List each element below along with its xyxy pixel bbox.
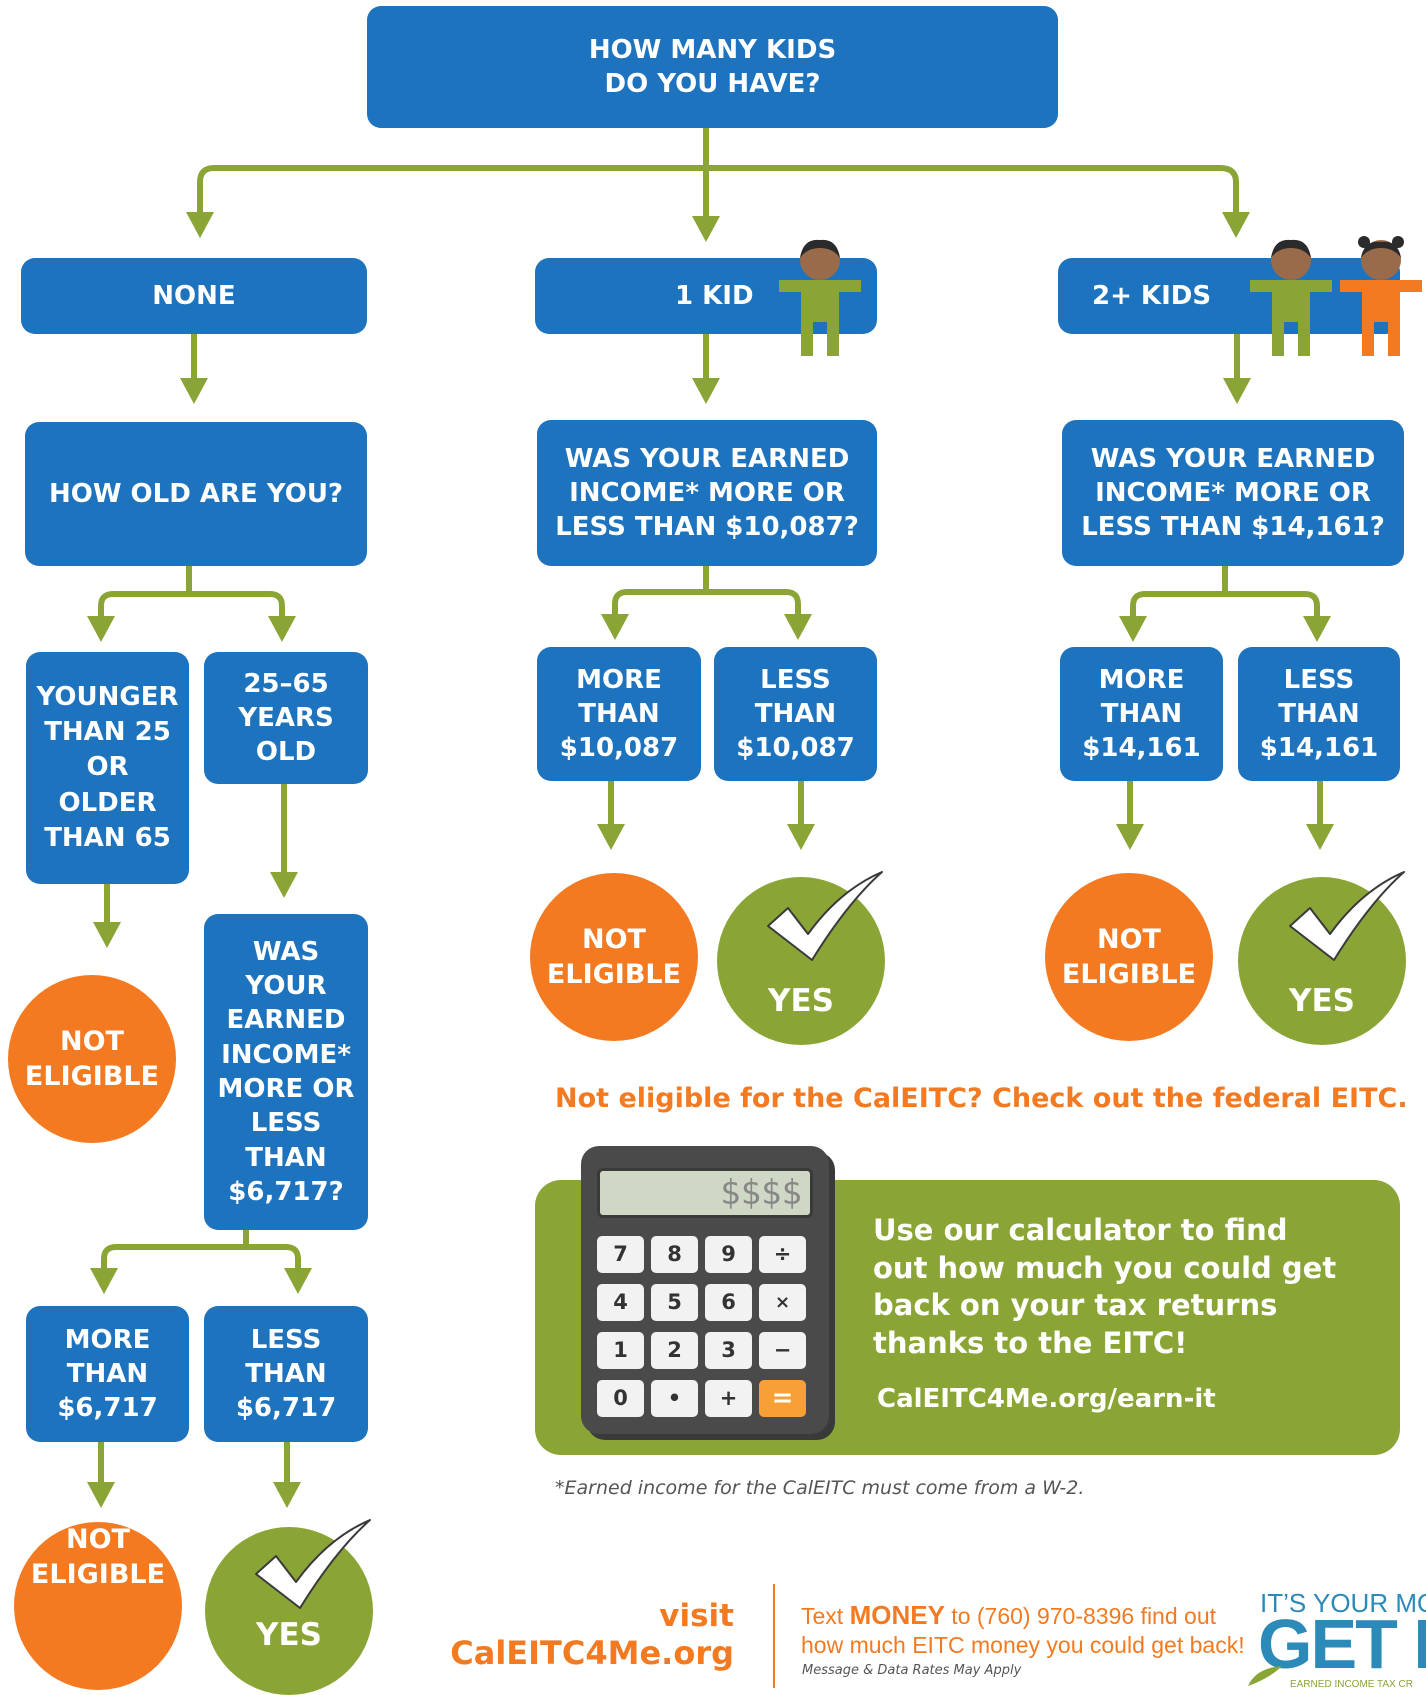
calc-key: ÷ bbox=[759, 1236, 806, 1273]
earned-income-footnote: *Earned income for the CalEITC must come… bbox=[555, 1477, 1085, 1499]
calc-key: 8 bbox=[651, 1236, 698, 1273]
logo-tagline: IT’S YOUR MON bbox=[1260, 1588, 1426, 1618]
checkmark-icon bbox=[1289, 871, 1405, 961]
not-eligible-circle: NOT ELIGIBLE bbox=[530, 873, 698, 1041]
text-money-line: Text MONEY to (760) 970-8396 find out bbox=[801, 1600, 1216, 1631]
not-eligible-circle: NOT ELIGIBLE bbox=[1045, 873, 1213, 1041]
one-kid-less-than-box: LESS THAN $10,087 bbox=[714, 647, 877, 781]
visit-label: visit bbox=[659, 1598, 734, 1634]
child-figure-orange-icon bbox=[1340, 236, 1422, 356]
text-pre: Text bbox=[801, 1603, 850, 1629]
footer-divider bbox=[773, 1584, 775, 1688]
one-kid-income-question-box: WAS YOUR EARNED INCOME* MORE OR LESS THA… bbox=[537, 420, 877, 566]
two-plus-kids-box: 2+ KIDS bbox=[1058, 258, 1400, 334]
age-25-65-box: 25–65 YEARS OLD bbox=[204, 652, 368, 784]
two-plus-kids-label: 2+ KIDS bbox=[1092, 280, 1212, 311]
text-keyword: MONEY bbox=[849, 1600, 945, 1630]
calc-key: × bbox=[759, 1284, 806, 1321]
calc-key: 2 bbox=[651, 1332, 698, 1369]
not-eligible-circle: NOT ELIGIBLE bbox=[14, 1522, 182, 1690]
one-kid-more-than-box: MORE THAN $10,087 bbox=[537, 647, 701, 781]
calculator-link[interactable]: CalEITC4Me.org/earn-it bbox=[877, 1384, 1216, 1414]
yes-circle: YES bbox=[1238, 877, 1406, 1045]
yes-label: YES bbox=[1289, 982, 1355, 1019]
calc-key: 0 bbox=[597, 1380, 644, 1417]
yes-label: YES bbox=[256, 1616, 322, 1653]
child-figure-green-icon bbox=[779, 239, 861, 356]
calc-key: 4 bbox=[597, 1284, 644, 1321]
kids-question-box: HOW MANY KIDS DO YOU HAVE? bbox=[367, 6, 1058, 128]
rates-disclaimer: Message & Data Rates May Apply bbox=[802, 1663, 1022, 1678]
calc-key: 1 bbox=[597, 1332, 644, 1369]
calc-key: • bbox=[651, 1380, 698, 1417]
calc-key: 5 bbox=[651, 1284, 698, 1321]
child-figure-green-icon bbox=[1250, 239, 1332, 356]
calc-key: 7 bbox=[597, 1236, 644, 1273]
yes-circle: YES bbox=[717, 877, 885, 1045]
federal-eitc-note: Not eligible for the CalEITC? Check out … bbox=[555, 1083, 1408, 1114]
none-income-question-box: WAS YOUR EARNED INCOME* MORE OR LESS THA… bbox=[204, 914, 368, 1230]
text-post: to (760) 970-8396 find out bbox=[944, 1603, 1217, 1629]
two-plus-less-than-box: LESS THAN $14,161 bbox=[1238, 647, 1400, 781]
calc-key: 3 bbox=[705, 1332, 752, 1369]
calculator-display: $$$$ bbox=[597, 1168, 813, 1218]
age-question-box: HOW OLD ARE YOU? bbox=[25, 422, 367, 566]
one-kid-label: 1 KID bbox=[675, 280, 754, 311]
logo-leaf-icon bbox=[1248, 1666, 1282, 1686]
two-plus-income-question-box: WAS YOUR EARNED INCOME* MORE OR LESS THA… bbox=[1062, 420, 1404, 566]
two-plus-more-than-box: MORE THAN $14,161 bbox=[1060, 647, 1223, 781]
logo-subtitle: EARNED INCOME TAX CR bbox=[1290, 1679, 1413, 1690]
checkmark-icon bbox=[255, 1519, 371, 1609]
yes-label: YES bbox=[768, 982, 834, 1019]
young-or-old-box: YOUNGER THAN 25 OR OLDER THAN 65 bbox=[26, 652, 189, 884]
text-money-line-2: how much EITC money you could get back! bbox=[801, 1632, 1245, 1658]
logo-get-it: GET IT bbox=[1258, 1605, 1426, 1683]
checkmark-icon bbox=[767, 871, 883, 961]
calc-key: − bbox=[759, 1332, 806, 1369]
yes-circle: YES bbox=[205, 1527, 373, 1695]
calc-key-equals: = bbox=[759, 1380, 806, 1417]
calculator-keypad: 7 8 9 ÷ 4 5 6 × 1 2 3 − 0 • + = bbox=[597, 1236, 813, 1417]
calc-key: 9 bbox=[705, 1236, 752, 1273]
calculator-icon: $$$$ 7 8 9 ÷ 4 5 6 × 1 2 3 − 0 • + = bbox=[581, 1146, 829, 1434]
calc-key: 6 bbox=[705, 1284, 752, 1321]
site-link[interactable]: CalEITC4Me.org bbox=[450, 1634, 734, 1672]
none-box: NONE bbox=[21, 258, 367, 334]
not-eligible-circle: NOT ELIGIBLE bbox=[8, 975, 176, 1143]
none-less-than-box: LESS THAN $6,717 bbox=[204, 1306, 368, 1442]
calc-key: + bbox=[705, 1380, 752, 1417]
none-more-than-box: MORE THAN $6,717 bbox=[26, 1306, 189, 1442]
calculator-promo-text: Use our calculator to find out how much … bbox=[873, 1213, 1337, 1361]
